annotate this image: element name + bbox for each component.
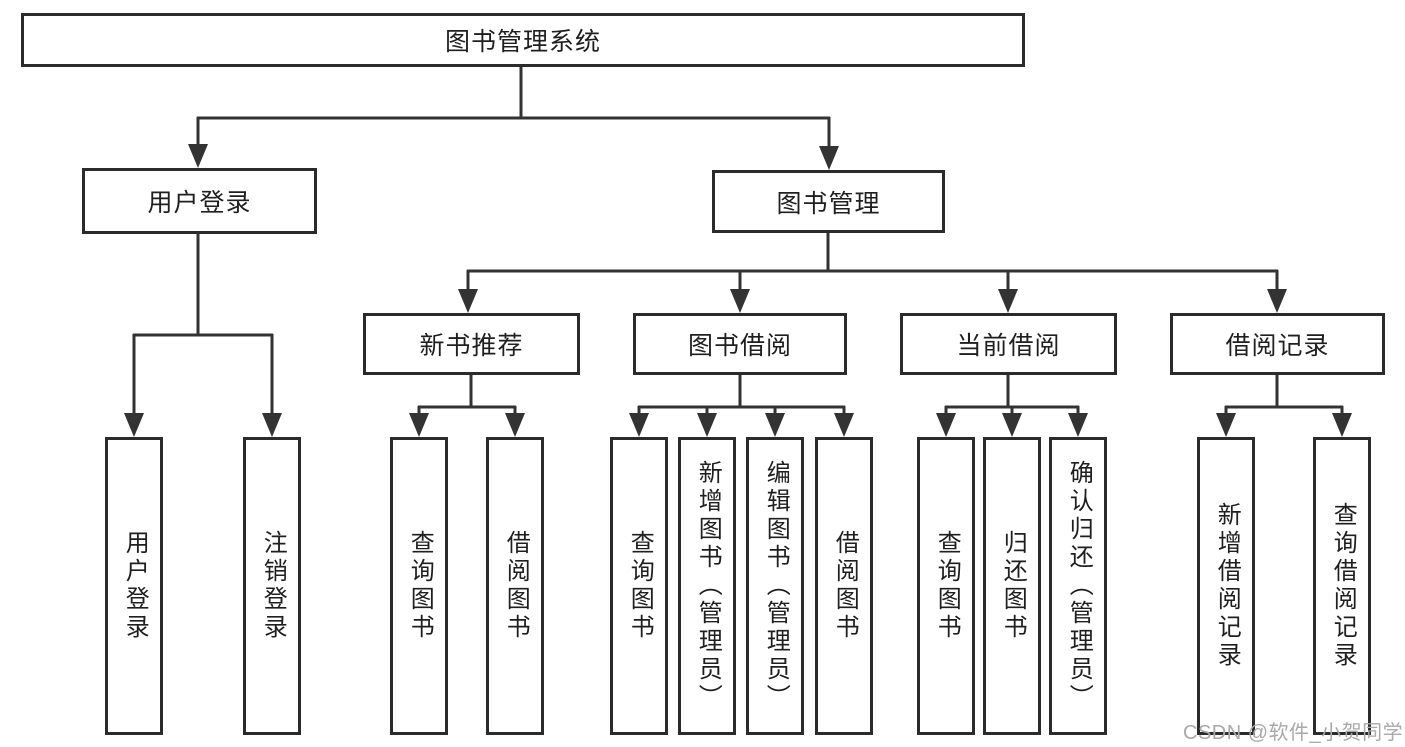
- leaf-record-query-borrow-record: 查询借阅记录: [1313, 437, 1371, 735]
- node-new-book-recommend: 新书推荐: [363, 313, 580, 375]
- leaf-record-query-borrow-record-label: 查询借阅记录: [1329, 502, 1357, 670]
- leaf-borrow-borrow-books-label: 借阅图书: [831, 530, 859, 642]
- node-root: 图书管理系统: [21, 13, 1025, 67]
- leaf-borrow-add-books-admin: 新增图书（管理员）: [678, 437, 736, 735]
- watermark-text: CSDN @软件_小贺同学: [1183, 722, 1404, 744]
- node-user-login: 用户登录: [82, 168, 317, 234]
- leaf-newbook-borrow-books-label: 借阅图书: [502, 530, 530, 642]
- leaf-user-login-label: 用户登录: [121, 530, 149, 642]
- leaf-newbook-query-books: 查询图书: [390, 437, 448, 735]
- leaf-borrow-query-books: 查询图书: [610, 437, 668, 735]
- leaf-borrow-query-books-label: 查询图书: [626, 530, 654, 642]
- leaf-user-login: 用户登录: [105, 437, 163, 735]
- leaf-current-confirm-return-admin-label: 确认归还（管理员）: [1065, 460, 1093, 712]
- node-book-management: 图书管理: [712, 170, 945, 233]
- leaf-logout-label: 注销登录: [259, 530, 287, 642]
- leaf-record-add-borrow-record-label: 新增借阅记录: [1213, 502, 1241, 670]
- leaf-current-return-books: 归还图书: [983, 437, 1041, 735]
- leaf-current-confirm-return-admin: 确认归还（管理员）: [1049, 437, 1107, 735]
- leaf-borrow-borrow-books: 借阅图书: [815, 437, 873, 735]
- leaf-newbook-query-books-label: 查询图书: [406, 530, 434, 642]
- leaf-borrow-edit-books-admin: 编辑图书（管理员）: [746, 437, 804, 735]
- leaf-current-query-books-label: 查询图书: [933, 530, 961, 642]
- node-current-borrow: 当前借阅: [900, 313, 1117, 375]
- node-book-borrow: 图书借阅: [633, 313, 847, 375]
- node-borrow-records: 借阅记录: [1170, 313, 1385, 375]
- leaf-logout: 注销登录: [243, 437, 301, 735]
- leaf-borrow-edit-books-admin-label: 编辑图书（管理员）: [762, 460, 790, 712]
- leaf-borrow-add-books-admin-label: 新增图书（管理员）: [694, 460, 722, 712]
- leaf-newbook-borrow-books: 借阅图书: [486, 437, 544, 735]
- leaf-current-query-books: 查询图书: [917, 437, 975, 735]
- leaf-record-add-borrow-record: 新增借阅记录: [1197, 437, 1255, 735]
- leaf-current-return-books-label: 归还图书: [999, 530, 1027, 642]
